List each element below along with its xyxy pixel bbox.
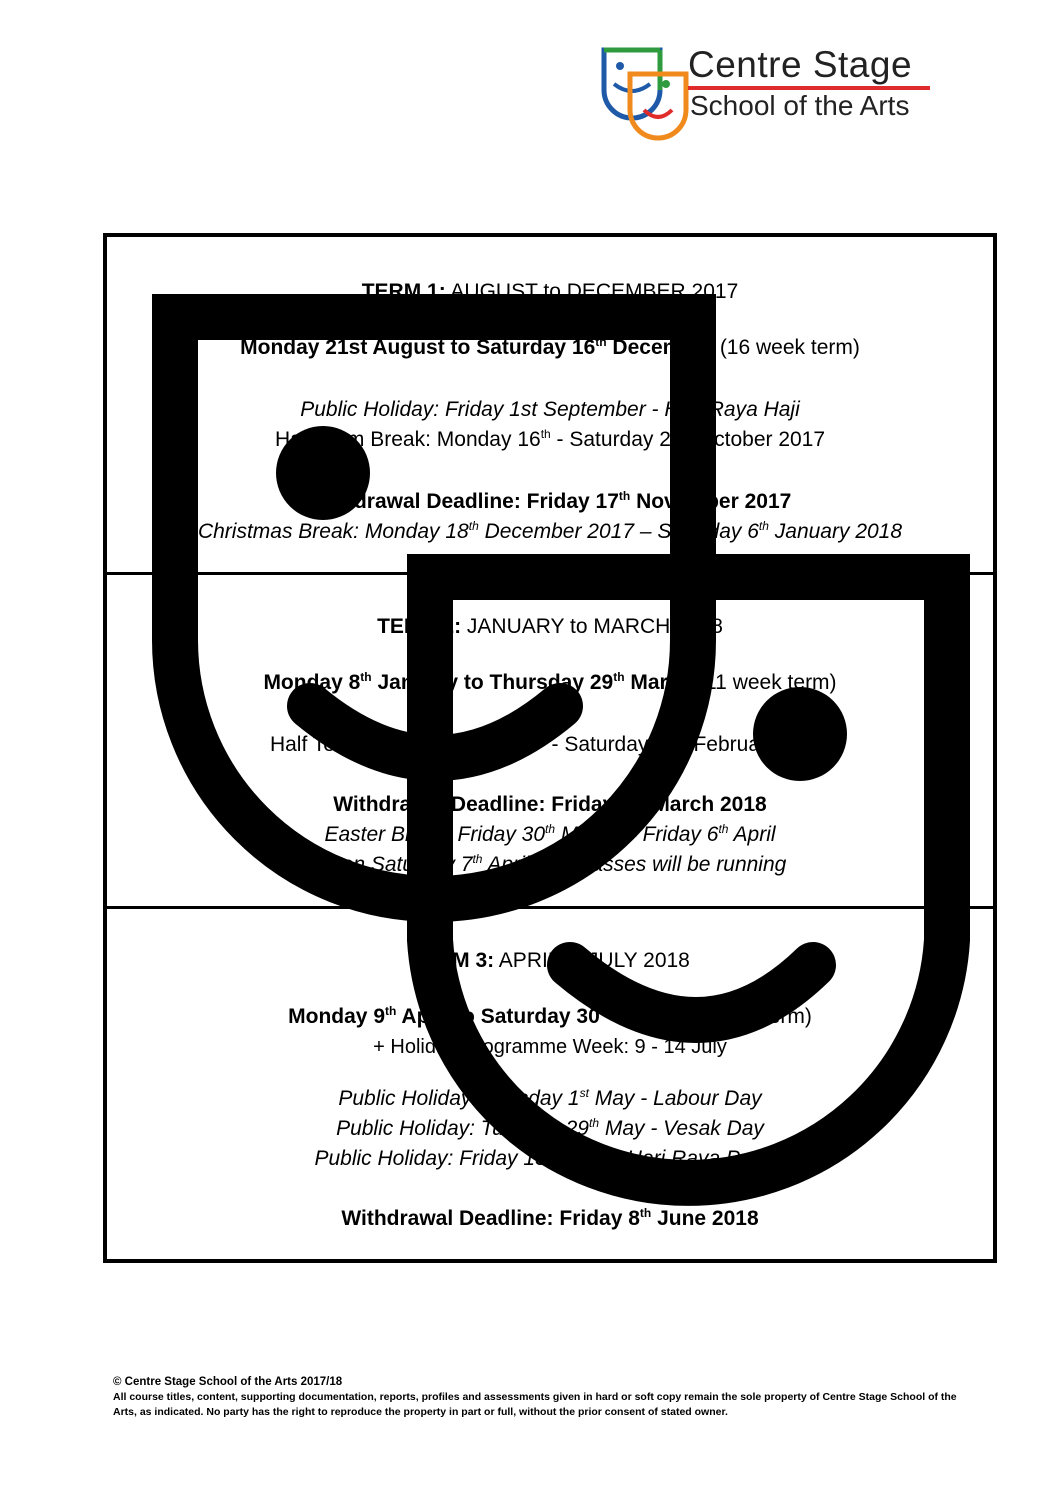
term-3-section: TERM 3: APRIL to JULY 2018 Monday 9th Ap… <box>107 910 993 1259</box>
copyright-line: © Centre Stage School of the Arts 2017/1… <box>113 1376 343 1388</box>
term-2-section: TERM 2: JANUARY to MARCH 2018 Monday 8th… <box>107 576 993 906</box>
table-divider <box>103 906 997 909</box>
term-1-dates: Monday 21st August to Saturday 16th Dece… <box>240 335 860 359</box>
term-2-open-saturday: Open Saturday 7th April and classes will… <box>313 852 787 876</box>
term-1-section: TERM 1: AUGUST to DECEMBER 2017 Monday 2… <box>107 237 993 572</box>
term-2-half-term: Half Term Break: Monday 19th - Saturday … <box>269 732 831 756</box>
term-dates-table: TERM 1: AUGUST to DECEMBER 2017 Monday 2… <box>103 233 997 1263</box>
term-1-withdrawal: Withdrawal Deadline: Friday 17th Novembe… <box>308 489 792 513</box>
theatre-masks-icon <box>601 47 689 141</box>
term-3-heading: TERM 3: APRIL to JULY 2018 <box>410 949 690 972</box>
school-logo: Centre Stage School of the Arts <box>600 44 935 144</box>
logo-line-2: School of the Arts <box>690 90 910 121</box>
term-2-easter-break: Easter Break: Friday 30th March – Friday… <box>324 822 776 846</box>
term-1-public-holiday: Public Holiday: Friday 1st September - H… <box>300 398 800 421</box>
term-1-christmas-break: Christmas Break: Monday 18th December 20… <box>197 519 903 543</box>
term-3-public-holiday-3: Public Holiday: Friday 15th June - Hari … <box>314 1146 786 1170</box>
term-3-holiday-programme: + Holiday Programme Week: 9 - 14 July <box>373 1036 727 1058</box>
term-3-public-holiday-1: Public Holiday: Tuesday 1st May - Labour… <box>338 1086 762 1110</box>
table-divider <box>103 572 997 575</box>
copyright-notice: All course titles, content, supporting d… <box>113 1391 957 1418</box>
logo-line-1: Centre Stage <box>688 44 913 85</box>
term-1-half-term: Half Term Break: Monday 16th - Saturday … <box>274 427 826 451</box>
term-3-withdrawal: Withdrawal Deadline: Friday 8th June 201… <box>341 1206 759 1230</box>
term-3-public-holiday-2: Public Holiday: Tuesday 29th May - Vesak… <box>336 1116 764 1140</box>
term-2-heading: TERM 2: JANUARY to MARCH 2018 <box>377 615 723 638</box>
copyright-footer: © Centre Stage School of the Arts 2017/1… <box>113 1375 983 1420</box>
logo-rule <box>688 86 930 90</box>
term-1-heading: TERM 1: AUGUST to DECEMBER 2017 <box>361 280 739 303</box>
term-2-dates: Monday 8th January to Thursday 29th Marc… <box>263 670 837 694</box>
term-3-dates: Monday 9th April to Saturday 30th June (… <box>288 1004 812 1028</box>
term-2-withdrawal: Withdrawal Deadline: Friday 2nd March 20… <box>333 792 767 816</box>
